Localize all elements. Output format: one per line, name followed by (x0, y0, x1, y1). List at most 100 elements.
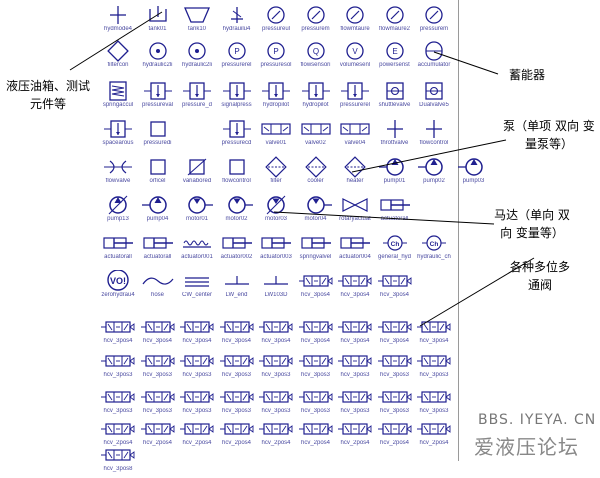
palette-item[interactable]: pressurem (294, 0, 338, 38)
palette-item[interactable]: hcv_3pos3 (175, 382, 219, 420)
palette-item[interactable]: flowmaure2 (373, 0, 417, 38)
palette-item[interactable]: flowcontrol (412, 114, 456, 152)
palette-item[interactable]: CW_center (175, 266, 219, 304)
palette-item[interactable]: hcv_2pos4 (96, 414, 140, 452)
palette-item[interactable]: pressureul (254, 0, 298, 38)
palette-item[interactable]: hcv_3pos4 (373, 266, 417, 304)
palette-item[interactable]: filter (254, 152, 298, 190)
palette-item[interactable]: hcv_2pos4 (175, 414, 219, 452)
palette-item[interactable]: hcv_3pos3 (294, 382, 338, 420)
palette-item[interactable]: signalpress (215, 76, 259, 114)
palette-item[interactable]: hcv_3pos4 (215, 312, 259, 350)
palette-item[interactable]: hcv_3pos4 (96, 312, 140, 350)
palette-item[interactable]: cooler (294, 152, 338, 190)
palette-item[interactable]: hcv_2pos4 (412, 414, 456, 452)
palette-item[interactable]: actuatorall (136, 228, 180, 266)
palette-item[interactable]: hcv_2pos4 (333, 414, 377, 452)
palette-item-label: hcv_3pos4 (379, 338, 410, 344)
palette-item[interactable]: valve01 (254, 114, 298, 152)
palette-item[interactable]: hcv_3pos4 (294, 312, 338, 350)
palette-item[interactable]: valve02 (294, 114, 338, 152)
palette-item[interactable]: hcv_2pos4 (215, 414, 259, 452)
palette-item[interactable]: tank10 (175, 0, 219, 38)
palette-item[interactable]: hcv_3pos3 (96, 346, 140, 384)
palette-item[interactable]: pressuredi (136, 114, 180, 152)
palette-item[interactable]: hcv_3pos4 (136, 312, 180, 350)
palette-item[interactable]: hcv_3pos4 (333, 266, 377, 304)
dcv-icon (140, 391, 174, 403)
palette-item[interactable]: spacearous (96, 114, 140, 152)
palette-item[interactable]: pump04 (136, 190, 180, 228)
palette-item[interactable]: hcv_3pos3 (175, 346, 219, 384)
palette-item[interactable]: flowcontrol (215, 152, 259, 190)
palette-item[interactable]: hose (136, 266, 180, 304)
palette-item[interactable]: hcv_2pos4 (136, 414, 180, 452)
palette-item[interactable]: actuatorall (373, 190, 417, 228)
palette-item[interactable]: springvalvel (294, 228, 338, 266)
palette-item[interactable]: hcv_3pos3 (215, 346, 259, 384)
palette-item[interactable]: hcv_2pos4 (373, 414, 417, 452)
palette-item[interactable]: hcv_3pos4 (333, 312, 377, 350)
palette-item[interactable]: flowvalve (96, 152, 140, 190)
palette-item[interactable]: hcv_3pos4 (175, 312, 219, 350)
palette-item[interactable]: orficel (136, 152, 180, 190)
palette-item[interactable]: pressurecd (215, 114, 259, 152)
palette-item[interactable]: hcv_3pos3 (254, 346, 298, 384)
palette-item[interactable]: hcv_3pos8 (96, 440, 140, 478)
palette-item[interactable]: springaccul (96, 76, 140, 114)
palette-item[interactable]: flowmtaure (333, 0, 377, 38)
palette-item[interactable]: hydraulic2li (175, 36, 219, 74)
palette-item[interactable]: hcv_3pos3 (96, 382, 140, 420)
palette-item[interactable]: pressure_d (175, 76, 219, 114)
palette-item[interactable]: hcv_3pos3 (294, 346, 338, 384)
palette-item[interactable]: hcv_3pos3 (215, 382, 259, 420)
palette-item[interactable]: pressureval (136, 76, 180, 114)
palette-item[interactable]: pressurerel (333, 76, 377, 114)
palette-item[interactable]: LW_end (215, 266, 259, 304)
p-gauge-icon: P (227, 42, 246, 60)
palette-item[interactable]: pump03 (452, 152, 496, 190)
palette-item[interactable]: Dualvalve5 (412, 76, 456, 114)
palette-item[interactable]: actuatorall (96, 228, 140, 266)
palette-item[interactable]: hcv_3pos4 (254, 312, 298, 350)
palette-item[interactable]: hydropilot (254, 76, 298, 114)
palette-item[interactable]: hcv_3pos4 (294, 266, 338, 304)
palette-item[interactable]: hcv_3pos3 (373, 346, 417, 384)
palette-item[interactable]: actuator003 (254, 228, 298, 266)
palette-item[interactable]: hcv_3pos3 (373, 382, 417, 420)
palette-item[interactable]: pressurem (412, 0, 456, 38)
palette-item[interactable]: hcv_3pos4 (412, 312, 456, 350)
dcv-icon (377, 423, 411, 435)
palette-item[interactable]: hcv_2pos4 (294, 414, 338, 452)
palette-item[interactable]: hydropilot (294, 76, 338, 114)
palette-item[interactable]: hcv_3pos3 (136, 382, 180, 420)
palette-item[interactable]: hcv_3pos3 (412, 382, 456, 420)
palette-item[interactable]: hcv_3pos3 (254, 382, 298, 420)
palette-item[interactable]: hcv_3pos3 (412, 346, 456, 384)
star-icon (230, 7, 243, 23)
palette-item[interactable]: pump13 (96, 190, 140, 228)
palette-item[interactable]: actuator002 (215, 228, 259, 266)
palette-item[interactable]: hcv_3pos3 (136, 346, 180, 384)
palette-item[interactable]: hcv_2pos4 (254, 414, 298, 452)
palette-item[interactable]: hcv_3pos3 (333, 382, 377, 420)
palette-item[interactable]: accumulator (412, 36, 456, 74)
palette-item[interactable]: VO!zerohydrau4 (96, 266, 140, 304)
palette-item[interactable]: variabored (175, 152, 219, 190)
palette-item[interactable]: hcv_3pos4 (373, 312, 417, 350)
palette-item[interactable]: actuator004 (333, 228, 377, 266)
palette-item[interactable]: motor02 (215, 190, 259, 228)
palette-item[interactable]: LW103D (254, 266, 298, 304)
palette-item[interactable]: actuator001 (175, 228, 219, 266)
palette-item[interactable]: motor01 (175, 190, 219, 228)
palette-item[interactable]: hcv_3pos3 (333, 346, 377, 384)
palette-item[interactable]: hydrauilu4 (215, 0, 259, 38)
palette-item[interactable]: shuttlevalve (373, 76, 417, 114)
